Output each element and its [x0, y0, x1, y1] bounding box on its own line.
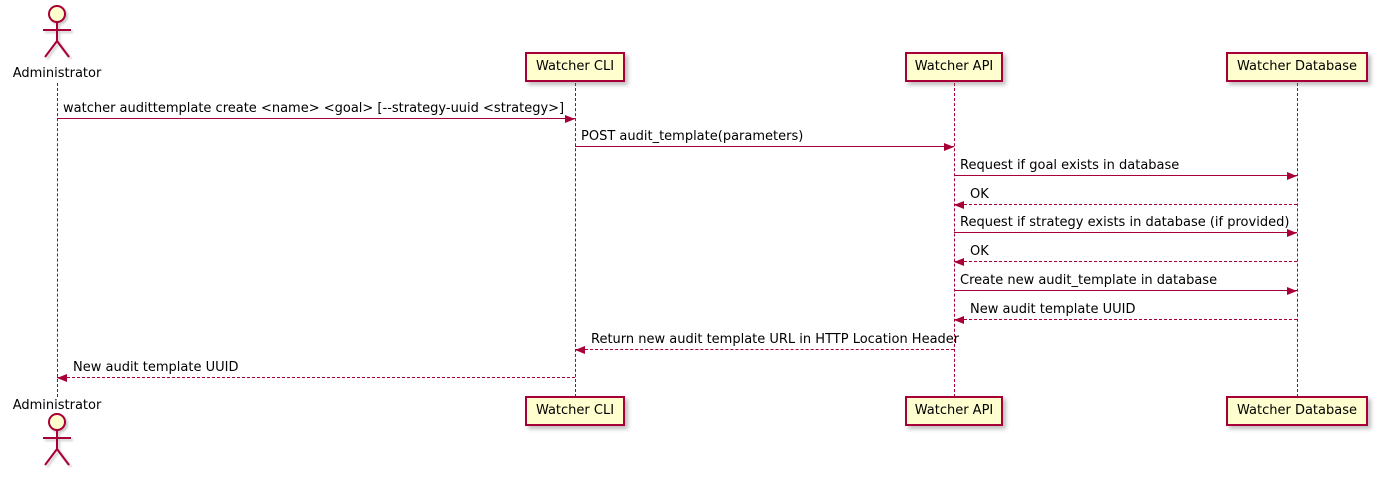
participant-box-watcher-database-top: Watcher Database — [1226, 52, 1368, 82]
arrowhead-icon-3 — [1287, 172, 1297, 180]
participant-box-watcher-cli-bottom: Watcher CLI — [525, 396, 625, 426]
lifeline-watcher-api — [954, 83, 955, 397]
participant-box-watcher-cli-top: Watcher CLI — [525, 52, 625, 82]
arrowhead-icon-6 — [954, 258, 964, 266]
actor-label-administrator-bottom: Administrator — [12, 398, 102, 413]
arrowhead-icon-9 — [575, 346, 585, 354]
message-label-3: Request if goal exists in database — [960, 158, 1180, 173]
message-line-6 — [954, 261, 1297, 262]
message-line-9 — [575, 349, 954, 350]
arrowhead-icon-2 — [944, 143, 954, 151]
message-label-8: New audit template UUID — [970, 302, 1136, 317]
lifeline-administrator — [57, 83, 58, 397]
message-line-2 — [575, 146, 954, 147]
actor-label-administrator-top: Administrator — [12, 66, 102, 81]
arrowhead-icon-10 — [57, 374, 67, 382]
arrowhead-icon-5 — [1287, 229, 1297, 237]
message-label-9: Return new audit template URL in HTTP Lo… — [591, 332, 960, 347]
message-label-2: POST audit_template(parameters) — [581, 129, 804, 144]
message-line-10 — [57, 377, 575, 378]
actor-icon — [43, 5, 71, 58]
message-line-7 — [954, 290, 1297, 291]
message-label-1: watcher audittemplate create <name> <goa… — [63, 101, 565, 116]
arrowhead-icon-1 — [565, 115, 575, 123]
lifeline-watcher-cli — [575, 83, 576, 397]
message-line-1 — [57, 118, 575, 119]
participant-box-watcher-api-bottom: Watcher API — [905, 396, 1003, 426]
arrowhead-icon-8 — [954, 316, 964, 324]
message-line-3 — [954, 175, 1297, 176]
lifeline-watcher-database — [1297, 83, 1298, 397]
actor-figure-administrator-bottom — [35, 412, 79, 476]
actor-icon — [43, 413, 71, 466]
participant-box-watcher-database-bottom: Watcher Database — [1226, 396, 1368, 426]
message-line-8 — [954, 319, 1297, 320]
arrowhead-icon-4 — [954, 201, 964, 209]
message-label-6: OK — [970, 244, 989, 259]
message-label-4: OK — [970, 187, 989, 202]
message-line-5 — [954, 232, 1297, 233]
arrowhead-icon-7 — [1287, 287, 1297, 295]
participant-box-watcher-api-top: Watcher API — [905, 52, 1003, 82]
message-label-5: Request if strategy exists in database (… — [960, 215, 1290, 230]
actor-figure-administrator-top — [35, 4, 79, 68]
message-label-7: Create new audit_template in database — [960, 273, 1218, 288]
message-line-4 — [954, 204, 1297, 205]
message-label-10: New audit template UUID — [73, 360, 239, 375]
